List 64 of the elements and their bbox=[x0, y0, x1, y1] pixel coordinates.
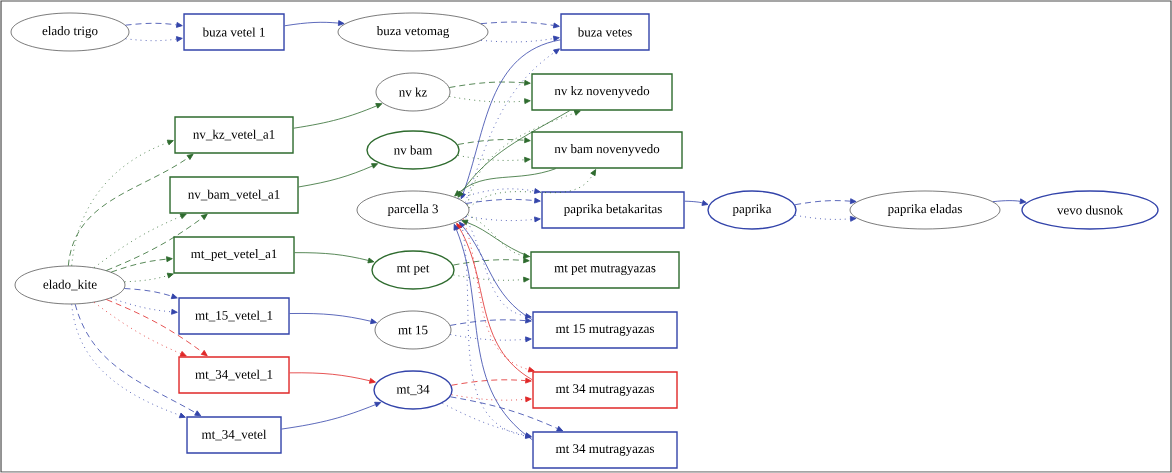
arrow bbox=[452, 274, 530, 283]
arrow bbox=[449, 396, 564, 432]
transition-box: buza vetes bbox=[560, 13, 650, 51]
arrow bbox=[125, 22, 183, 28]
arrow bbox=[480, 35, 560, 43]
arrow bbox=[468, 169, 597, 209]
transition-box: mt_pet_vetel_a1 bbox=[173, 236, 295, 274]
arrow bbox=[284, 20, 345, 27]
arrow bbox=[124, 272, 174, 283]
transition-box: paprika betakaritas bbox=[541, 191, 685, 229]
arrow bbox=[467, 214, 530, 259]
arrow bbox=[123, 288, 178, 300]
transition-box: mt 34 mutragyazas bbox=[532, 431, 678, 469]
arrow bbox=[461, 219, 531, 258]
transition-box: nv bam novenyvedo bbox=[531, 131, 683, 169]
arrow bbox=[93, 213, 187, 269]
arrow bbox=[451, 394, 532, 403]
arrow bbox=[67, 153, 194, 267]
arrow bbox=[294, 252, 375, 264]
arrow bbox=[465, 216, 541, 223]
arrow bbox=[467, 110, 581, 206]
arrow bbox=[794, 214, 857, 222]
arrow bbox=[462, 218, 535, 373]
arrow bbox=[456, 222, 533, 381]
arrow bbox=[451, 377, 532, 386]
arrow bbox=[71, 139, 174, 267]
arrow bbox=[93, 301, 187, 357]
transition-box: buza vetel 1 bbox=[183, 13, 285, 51]
arrow bbox=[110, 297, 178, 315]
arrow bbox=[794, 198, 857, 206]
arrow bbox=[71, 303, 186, 419]
transition-box: mt_34_vetel_1 bbox=[178, 356, 290, 394]
arrow bbox=[457, 110, 571, 198]
transition-box: mt pet mutragyazas bbox=[530, 251, 680, 289]
transition-box: mt_34_vetel bbox=[186, 416, 282, 454]
arrow bbox=[452, 257, 530, 266]
transition-box: nv_bam_vetel_a1 bbox=[169, 176, 299, 214]
arrow bbox=[454, 168, 557, 197]
transition-box: nv kz novenyvedo bbox=[531, 73, 673, 111]
arrow bbox=[449, 317, 532, 326]
arrow bbox=[74, 303, 202, 417]
transition-box: mt 15 mutragyazas bbox=[532, 311, 678, 349]
arrow bbox=[106, 213, 208, 271]
transition-box: mt_15_vetel_1 bbox=[178, 297, 290, 335]
arrow bbox=[992, 198, 1027, 205]
arrow bbox=[448, 96, 531, 105]
transition-box: mt 34 mutragyazas bbox=[532, 371, 678, 409]
arrow bbox=[457, 155, 531, 163]
arrow bbox=[480, 21, 560, 29]
arrow bbox=[457, 137, 531, 145]
arrow bbox=[448, 79, 531, 88]
arrow bbox=[110, 256, 173, 273]
arrow bbox=[465, 197, 541, 204]
arrow bbox=[281, 401, 382, 430]
arrow bbox=[106, 299, 208, 357]
arrow bbox=[293, 103, 383, 129]
arrow bbox=[289, 372, 376, 384]
arrow bbox=[289, 313, 377, 325]
arrow bbox=[458, 188, 541, 200]
arrow bbox=[125, 36, 183, 42]
arrow bbox=[449, 334, 532, 343]
arrow bbox=[298, 163, 379, 188]
transition-box: nv_kz_vetel_a1 bbox=[174, 116, 294, 154]
arrow bbox=[684, 200, 709, 206]
